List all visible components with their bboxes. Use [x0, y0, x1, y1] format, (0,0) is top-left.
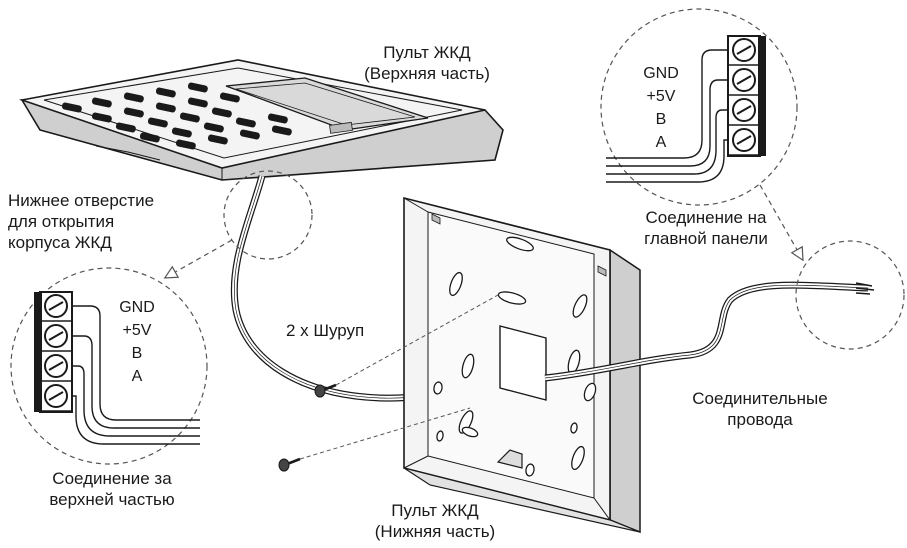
- label-back-connection: Соединение за верхней частью: [49, 469, 175, 509]
- pin-label-left-b: B: [131, 345, 143, 362]
- keypad-button: [219, 92, 240, 103]
- mounting-slot: [461, 353, 475, 379]
- mounting-slot: [583, 382, 597, 402]
- pin-label-left-a: A: [131, 368, 143, 385]
- keypad-button: [211, 107, 232, 118]
- lcd-remote-bottom-plate: [403, 196, 641, 534]
- mounting-slot: [436, 430, 444, 442]
- terminal-block-left: [34, 291, 73, 413]
- keypad-button: [187, 82, 208, 93]
- keypad-button: [203, 122, 224, 133]
- keypad-button: [155, 102, 176, 113]
- mounting-slot: [458, 410, 474, 434]
- pin-label-right-b: B: [655, 111, 667, 128]
- keypad-button: [61, 102, 82, 113]
- mounting-slot: [525, 463, 535, 477]
- terminal-screw-slot: [736, 75, 752, 85]
- pin-label-right-a: A: [655, 134, 667, 151]
- terminal-screw-slot: [736, 45, 752, 55]
- label-connecting-wires: Соединительные провода: [692, 389, 828, 429]
- wires-left: [72, 305, 200, 445]
- terminal-screw-slot: [48, 331, 64, 341]
- keypad-button: [271, 125, 292, 136]
- terminal-screw-slot: [48, 301, 64, 311]
- keypad-button: [139, 132, 160, 143]
- keypad-button: [239, 129, 260, 140]
- keypad-button: [155, 87, 176, 98]
- lcd-remote-top-unit: [18, 59, 504, 181]
- keypad-button: [187, 97, 208, 108]
- terminal-screw-slot: [736, 135, 752, 145]
- terminal-screw-slot: [48, 391, 64, 401]
- label-main-panel-connection: Соединение на главной панели: [644, 208, 768, 248]
- keypad-button: [171, 127, 192, 138]
- screw-lower: [278, 407, 471, 472]
- keypad-button: [175, 139, 196, 150]
- label-top-unit: Пульт ЖКД (Верхняя часть): [364, 43, 490, 83]
- screw-upper: [314, 294, 499, 398]
- label-screws: 2 х Шуруп: [286, 321, 365, 340]
- mounting-slot: [433, 381, 443, 395]
- screws: [278, 294, 499, 472]
- pin-label-right-gnd: GND: [643, 65, 679, 82]
- wires-right: [606, 49, 728, 183]
- terminal-screw-slot: [48, 361, 64, 371]
- keypad-button: [207, 134, 228, 145]
- label-bottom-unit: Пульт ЖКД (Нижняя часть): [374, 501, 496, 541]
- terminal-block-right: [727, 35, 766, 157]
- mounting-slot: [570, 422, 578, 434]
- mounting-slots: [433, 236, 597, 477]
- mounting-slot: [497, 291, 527, 305]
- mounting-slot: [506, 236, 534, 252]
- keypad-button: [147, 117, 168, 128]
- keypad-button: [123, 107, 144, 118]
- left-terminal-circle: [10, 267, 208, 465]
- keypad-button: [235, 117, 256, 128]
- mounting-slot: [572, 294, 588, 318]
- keypad-button: [267, 113, 288, 124]
- pin-label-left-gnd: GND: [119, 299, 155, 316]
- connecting-wires: [544, 281, 875, 382]
- label-bottom-hole: Нижнее отверстие для открытия корпуса ЖК…: [8, 191, 155, 252]
- mounting-slot: [461, 426, 479, 438]
- pin-label-right-5v: +5V: [646, 88, 676, 105]
- hole-detail-circle: [223, 170, 313, 260]
- keypad-button: [115, 122, 136, 133]
- mounting-slot: [449, 271, 463, 297]
- keypad-button: [179, 112, 200, 123]
- pin-label-left-5v: +5V: [122, 322, 152, 339]
- mounting-slot: [571, 445, 585, 471]
- right-terminal-circle: [600, 8, 798, 206]
- wire-end-circle: [795, 240, 905, 350]
- terminal-screw-slot: [736, 105, 752, 115]
- keypad-button: [91, 97, 112, 108]
- keypad-button: [91, 112, 112, 123]
- keypad-button: [123, 92, 144, 103]
- keypad-buttons: [61, 82, 292, 150]
